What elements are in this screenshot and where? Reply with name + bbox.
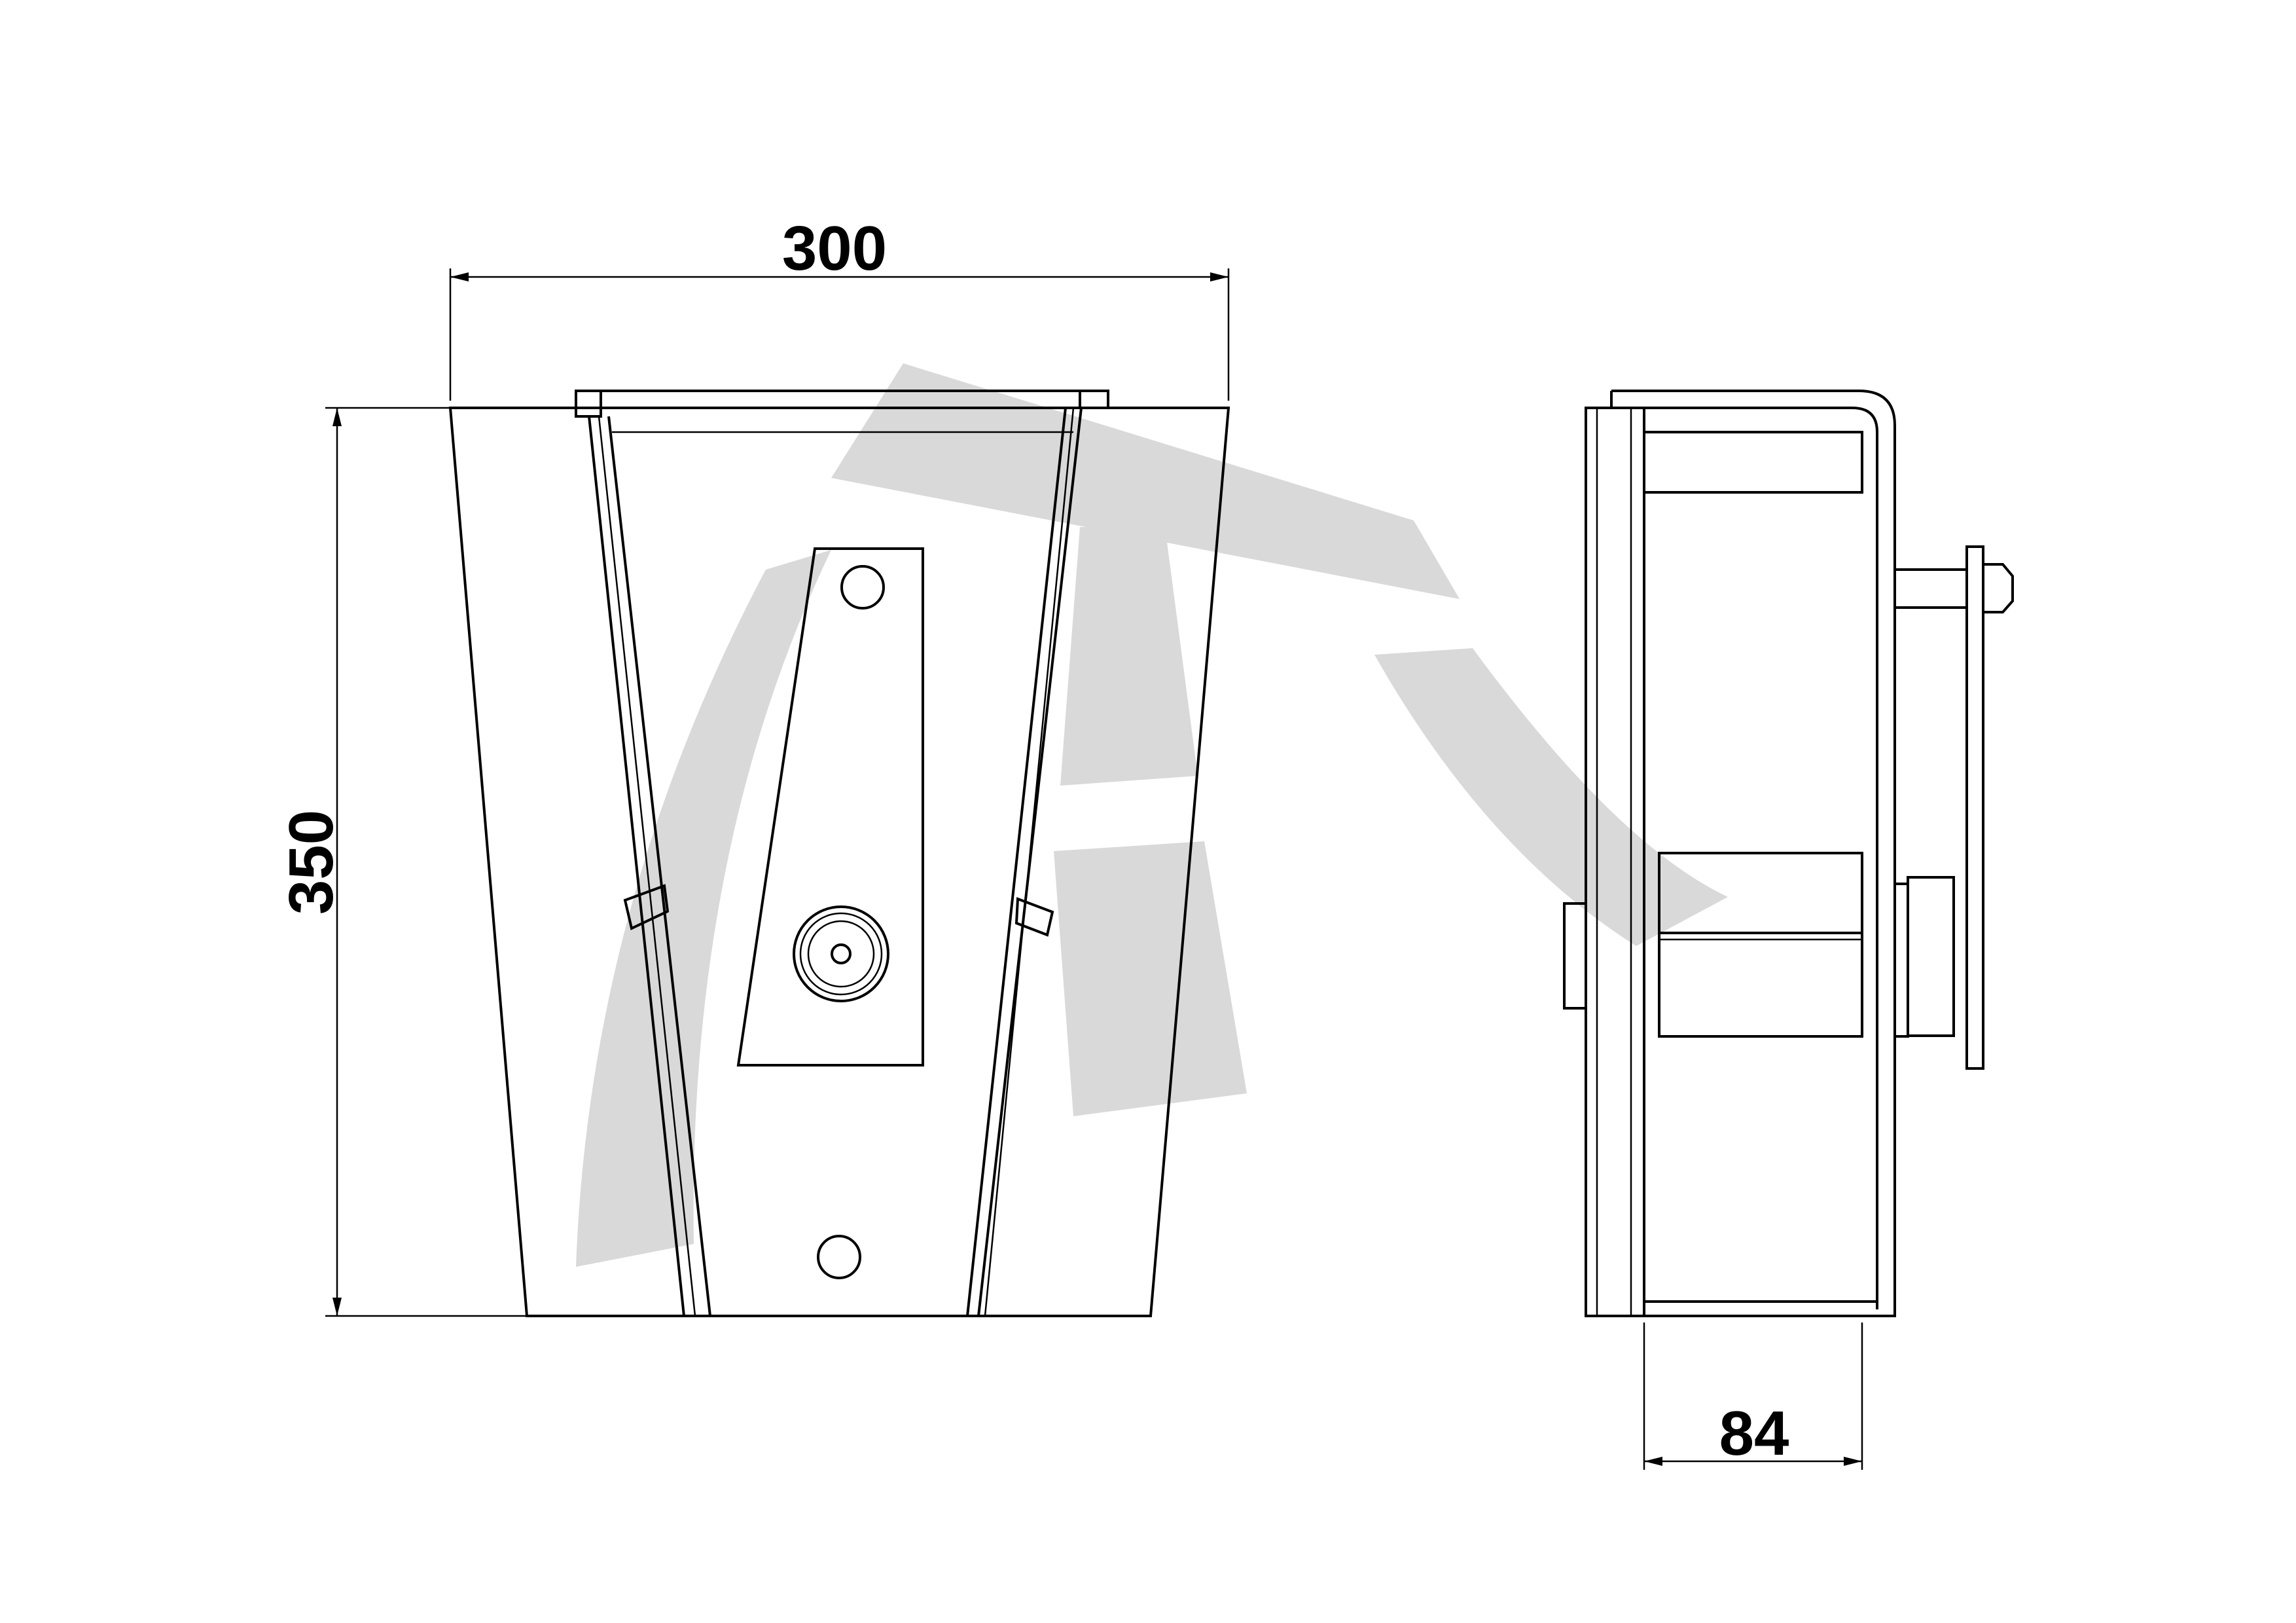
center-plate — [736, 547, 924, 1067]
plate-hole-top — [840, 565, 885, 610]
watermark-top-bar — [831, 363, 1460, 599]
dimension-depth: 84 — [1643, 1322, 1863, 1470]
watermark-left-arc — [576, 550, 831, 1267]
front-outline — [448, 407, 1230, 1317]
dim-width-arrow-right — [1210, 272, 1229, 282]
bolt-middle-ring — [799, 912, 883, 996]
left-rail-mid — [598, 416, 696, 1317]
bolt-outer-ring — [793, 905, 889, 1002]
left-rail-outer — [588, 416, 685, 1317]
side-view — [1563, 390, 2014, 1317]
watermark-i-upper — [1060, 527, 1198, 786]
top-tab-right — [1079, 390, 1109, 409]
side-roller-lower — [1658, 932, 1863, 1038]
dim-height-label: 350 — [276, 810, 346, 915]
front-view — [448, 390, 1230, 1317]
dim-height-arrow-bottom — [332, 1298, 342, 1316]
side-pin — [1893, 568, 1968, 609]
dim-width-label: 300 — [782, 213, 887, 283]
dim-depth-arrow-right — [1844, 1457, 1862, 1466]
left-clip — [623, 884, 670, 930]
bolt-center — [831, 943, 852, 964]
right-rail-inner — [966, 407, 1067, 1317]
side-mount-plate — [1965, 545, 1984, 1070]
top-tab-left — [575, 390, 602, 418]
dim-height-arrow-top — [332, 408, 342, 426]
watermark-right-arc — [1374, 648, 1728, 946]
side-inner-top-block — [1643, 431, 1863, 494]
right-clip — [1014, 897, 1054, 937]
dimension-height: 350 — [276, 407, 527, 1317]
watermark-i-lower — [1054, 841, 1247, 1116]
bottom-hole — [817, 1235, 861, 1279]
bolt-inner-ring — [807, 920, 875, 988]
dimension-width: 300 — [449, 213, 1230, 401]
right-rail-mid — [984, 407, 1075, 1317]
dim-depth-arrow-left — [1644, 1457, 1662, 1466]
left-rail-inner — [607, 416, 711, 1317]
dim-width-arrow-left — [450, 272, 469, 282]
side-pin-head — [1982, 563, 2014, 613]
side-right-disc — [1907, 876, 1955, 1037]
side-top-hook-inner — [1611, 407, 1878, 1309]
side-bolt-right-cap — [1893, 883, 1909, 1038]
watermark-logo — [576, 363, 1728, 1267]
side-top-hook — [1611, 390, 1896, 1317]
dim-depth-label: 84 — [1719, 1398, 1789, 1468]
side-bolt-left-stub — [1563, 902, 1587, 1010]
